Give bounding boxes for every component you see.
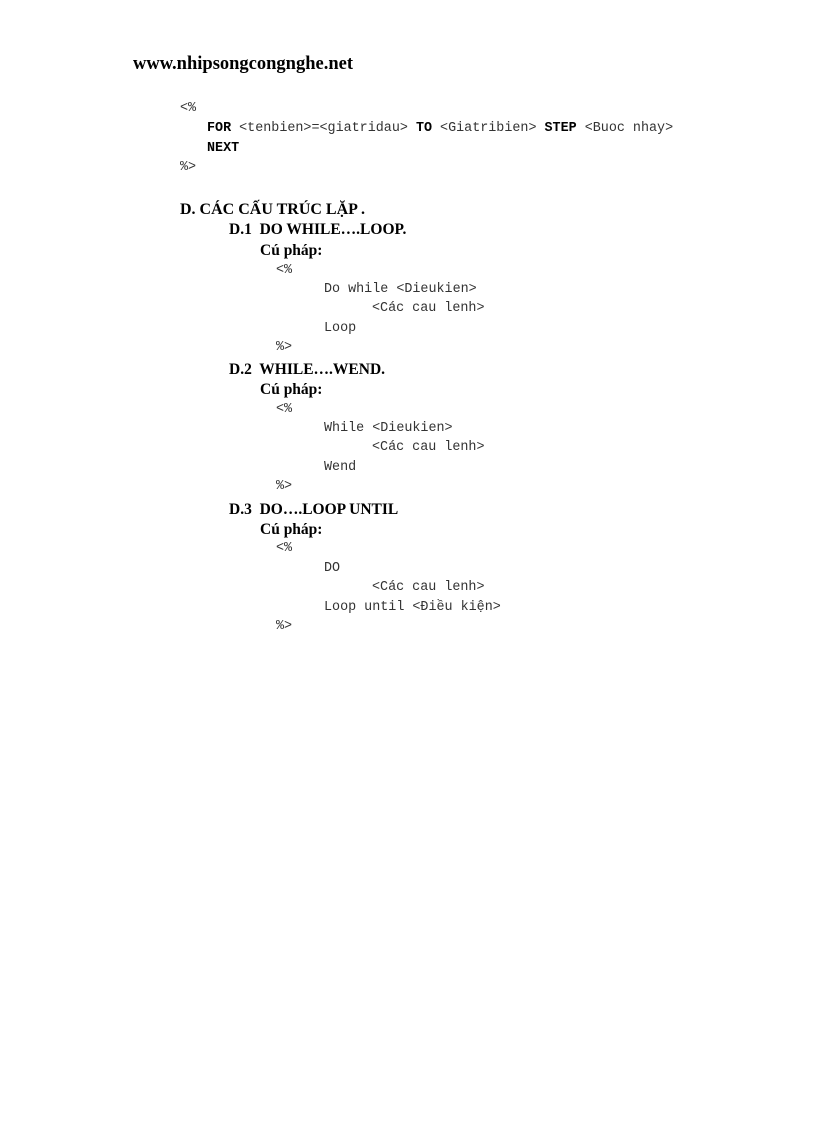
- next-statement: NEXT: [207, 142, 239, 155]
- code-line: Loop: [324, 321, 357, 336]
- code-line: %>: [276, 619, 293, 634]
- keyword-for: FOR: [207, 121, 232, 136]
- code-line: <%: [276, 402, 293, 417]
- for-init: <tenbien>=<giatridau>: [231, 121, 416, 136]
- code-line: %>: [276, 340, 293, 355]
- code-line: <Các cau lenh>: [372, 580, 485, 595]
- for-statement: FOR <tenbien>=<giatridau> TO <Giatribien…: [207, 122, 673, 135]
- keyword-to: TO: [415, 121, 433, 136]
- section-title: D. CÁC CẤU TRÚC LẶP .: [180, 201, 366, 218]
- syntax-label-d2: Cú pháp:: [260, 381, 323, 398]
- keyword-next: NEXT: [207, 141, 240, 156]
- subsection-title-d3: D.3 DO….LOOP UNTIL: [229, 501, 399, 518]
- code-line: %>: [276, 479, 293, 494]
- subsection-title-d2: D.2 WHILE….WEND.: [229, 361, 386, 378]
- site-header: www.nhipsongcongnghe.net: [133, 54, 354, 74]
- code-line: While <Dieukien>: [324, 421, 453, 436]
- subsection-title-d1: D.1 DO WHILE….LOOP.: [229, 221, 407, 238]
- code-open-tag: <%: [180, 101, 197, 116]
- syntax-label-d3: Cú pháp:: [260, 521, 323, 538]
- for-limit: <Giatribien>: [432, 121, 545, 136]
- code-line: <Các cau lenh>: [372, 440, 485, 455]
- code-line: Loop until <Điều kiện>: [324, 600, 501, 615]
- keyword-step: STEP: [544, 121, 577, 136]
- code-line: Wend: [324, 460, 357, 475]
- code-line: <Các cau lenh>: [372, 301, 485, 316]
- code-line: <%: [276, 263, 293, 278]
- syntax-label-d1: Cú pháp:: [260, 242, 323, 259]
- code-line: <%: [276, 541, 293, 556]
- code-line: DO: [324, 561, 341, 576]
- code-line: Do while <Dieukien>: [324, 282, 477, 297]
- for-step: <Buoc nhay>: [576, 121, 674, 136]
- code-close-tag: %>: [180, 160, 197, 175]
